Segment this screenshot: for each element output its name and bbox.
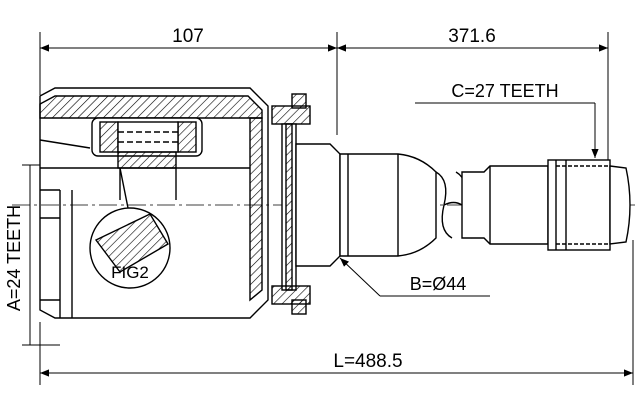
- shaft: [295, 143, 631, 267]
- housing-line-1: [39, 139, 91, 149]
- dim-shaft-length: 371.6: [448, 26, 496, 47]
- label-outer-spline: C=27 TEETH: [451, 81, 558, 101]
- shaft-body-left: [339, 153, 437, 257]
- dimension-top: [39, 32, 609, 160]
- seal-body-hatch: [285, 123, 293, 291]
- leader-b-diagonal: [339, 257, 381, 297]
- shaft-body-right: [461, 165, 549, 245]
- detail-hatch: [94, 213, 169, 273]
- dim-overall-length: L=488.5: [333, 351, 402, 372]
- housing-shell-top: [39, 95, 263, 119]
- spider-post: [117, 151, 177, 169]
- boot-seal: [271, 93, 311, 315]
- bearing-hatch-right: [177, 121, 197, 153]
- label-fig2: FIG2: [111, 263, 149, 282]
- housing: [39, 87, 269, 319]
- spline-tip: [609, 165, 631, 245]
- leaders: [339, 102, 599, 297]
- shaft-flange: [295, 143, 341, 267]
- seal-bottom-knob: [291, 299, 307, 315]
- spline-end: [547, 159, 611, 251]
- seal-top-ring: [271, 105, 311, 125]
- detail-fig2: [89, 167, 171, 289]
- housing-shell-right: [249, 117, 263, 302]
- label-shaft-diameter: B=Ø44: [410, 274, 467, 294]
- dim-housing-length: 107: [172, 26, 204, 47]
- bearing-core: [117, 121, 179, 153]
- dimension-bottom: [39, 240, 634, 385]
- bearing-hatch-left: [99, 121, 119, 153]
- label-inner-spline: A=24 TEETH: [4, 205, 24, 311]
- detail-leader: [119, 167, 129, 209]
